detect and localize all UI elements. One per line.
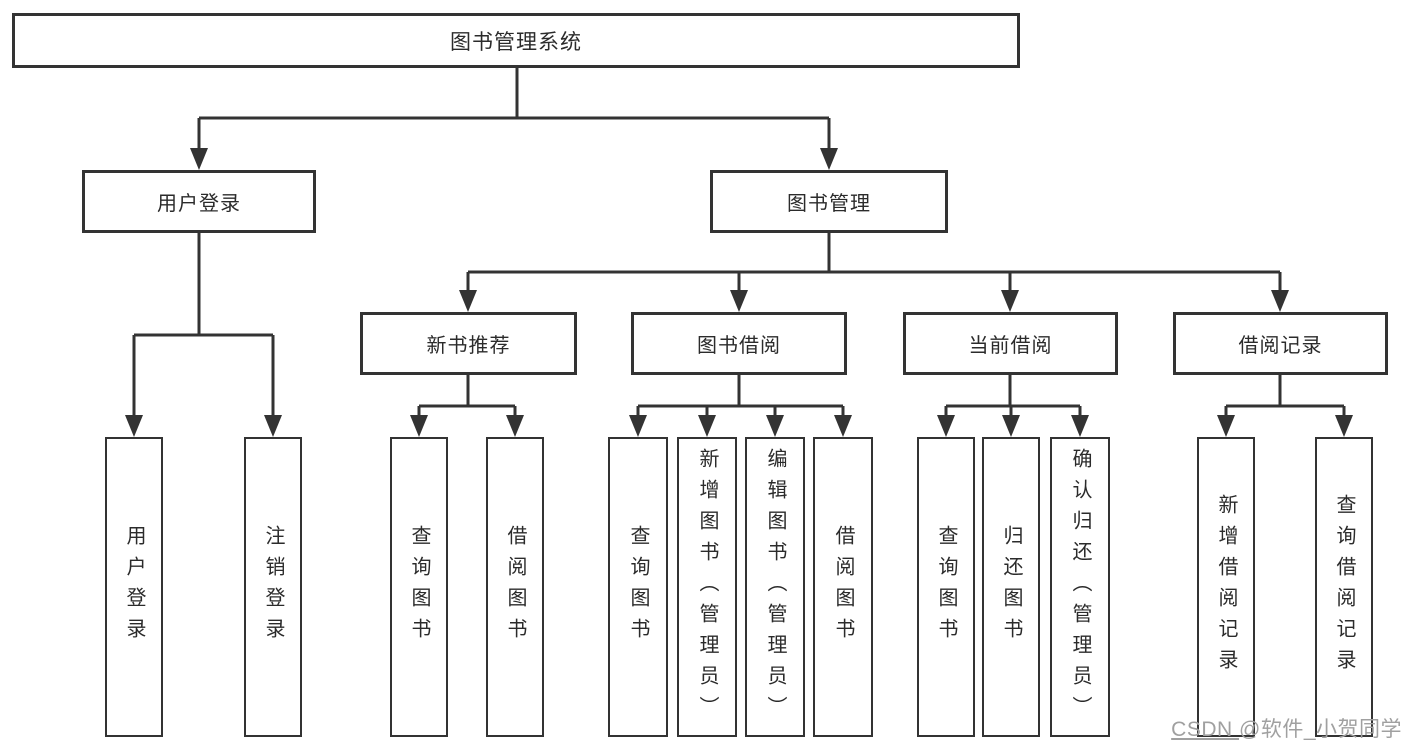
node-root-system-label: 图书管理系统 xyxy=(450,30,582,54)
node-leaf-bb-edit-book-label: 编辑图书（管理员） xyxy=(764,447,786,727)
watermark-site: CSDN xyxy=(1171,718,1239,741)
watermark: CSDN @软件_小贺同学 xyxy=(1171,713,1402,743)
node-book-mgmt-branch-label: 图书管理 xyxy=(787,193,871,215)
node-leaf-bb-edit-book: 编辑图书（管理员） xyxy=(745,437,805,737)
node-borrow-record-group-label: 借阅记录 xyxy=(1238,335,1323,357)
node-user-login-branch: 用户登录 xyxy=(82,170,316,233)
node-leaf-cb-return-book: 归还图书 xyxy=(982,437,1040,737)
node-leaf-nb-query-book-label: 查询图书 xyxy=(408,525,430,649)
node-leaf-cb-return-book-label: 归还图书 xyxy=(1000,525,1022,649)
node-leaf-bb-borrow-book-label: 借阅图书 xyxy=(832,525,854,649)
node-book-borrow-group-label: 图书借阅 xyxy=(697,335,781,357)
node-leaf-bb-query-book: 查询图书 xyxy=(608,437,668,737)
node-leaf-bb-borrow-book: 借阅图书 xyxy=(813,437,873,737)
node-leaf-br-query-record-label: 查询借阅记录 xyxy=(1333,494,1355,680)
node-new-book-group: 新书推荐 xyxy=(360,312,577,375)
node-leaf-nb-query-book: 查询图书 xyxy=(390,437,448,737)
node-leaf-user-login: 用户登录 xyxy=(105,437,163,737)
node-current-borrow-group-label: 当前借阅 xyxy=(968,335,1053,357)
node-leaf-logout: 注销登录 xyxy=(244,437,302,737)
node-leaf-nb-borrow-book: 借阅图书 xyxy=(486,437,544,737)
node-leaf-bb-add-book-label: 新增图书（管理员） xyxy=(696,447,718,727)
node-leaf-br-query-record: 查询借阅记录 xyxy=(1315,437,1373,737)
node-leaf-bb-add-book: 新增图书（管理员） xyxy=(677,437,737,737)
node-leaf-cb-confirm-return-label: 确认归还（管理员） xyxy=(1069,447,1091,727)
node-user-login-branch-label: 用户登录 xyxy=(157,193,241,215)
watermark-author: @软件_小贺同学 xyxy=(1239,718,1402,741)
node-leaf-br-add-record-label: 新增借阅记录 xyxy=(1215,494,1237,680)
node-leaf-br-add-record: 新增借阅记录 xyxy=(1197,437,1255,737)
node-root-system: 图书管理系统 xyxy=(12,13,1020,68)
node-current-borrow-group: 当前借阅 xyxy=(903,312,1118,375)
node-leaf-cb-confirm-return: 确认归还（管理员） xyxy=(1050,437,1110,737)
node-new-book-group-label: 新书推荐 xyxy=(426,335,511,357)
node-book-borrow-group: 图书借阅 xyxy=(631,312,847,375)
node-leaf-nb-borrow-book-label: 借阅图书 xyxy=(504,525,526,649)
node-leaf-cb-query-book-label: 查询图书 xyxy=(935,525,957,649)
node-leaf-logout-label: 注销登录 xyxy=(262,525,284,649)
node-leaf-user-login-label: 用户登录 xyxy=(123,525,145,649)
node-leaf-bb-query-book-label: 查询图书 xyxy=(627,525,649,649)
node-borrow-record-group: 借阅记录 xyxy=(1173,312,1388,375)
node-book-mgmt-branch: 图书管理 xyxy=(710,170,948,233)
node-leaf-cb-query-book: 查询图书 xyxy=(917,437,975,737)
